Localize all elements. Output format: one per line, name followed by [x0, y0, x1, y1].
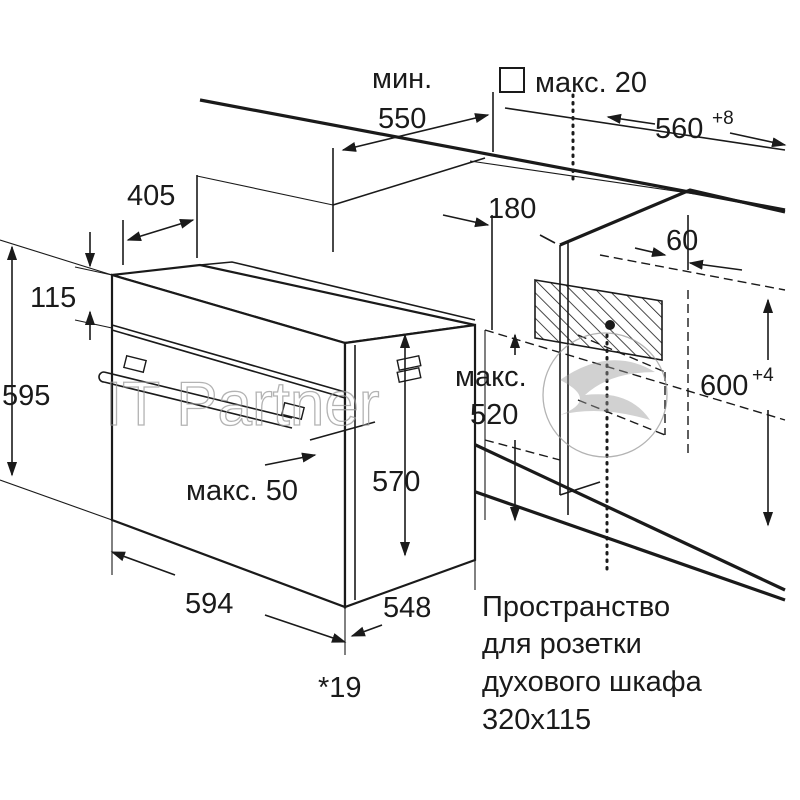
oven	[98, 261, 477, 609]
dimension-labels: мин. 550 макс. 20 560 +8 405 180 60 115 …	[2, 63, 774, 704]
niche-height-value: 600	[700, 370, 748, 402]
niche-width-tolerance: +8	[712, 108, 734, 129]
max-50-label: макс. 50	[186, 475, 298, 507]
socket-note-line-1: Пространство	[482, 591, 670, 623]
height-595-value: 595	[2, 380, 50, 412]
depth-548-value: 548	[383, 592, 431, 624]
niche-hidden-lines	[484, 254, 786, 461]
socket-note-line-3: духового шкафа	[482, 666, 703, 698]
niche-width-value: 560	[655, 113, 703, 145]
height-570-value: 570	[372, 466, 420, 498]
niche-height-tolerance: +4	[752, 365, 774, 386]
max-20-label: макс. 20	[535, 67, 647, 99]
dist-60-value: 60	[666, 225, 698, 257]
min-label: мин.	[372, 63, 432, 95]
watermark: IT Partner	[104, 332, 668, 458]
dist-180-value: 180	[488, 193, 536, 225]
note-19-label: *19	[318, 672, 362, 704]
socket-note-line-4: 320x115	[482, 704, 591, 736]
min-depth-value: 550	[378, 103, 426, 135]
dim-115-value: 115	[30, 282, 76, 314]
width-594-value: 594	[185, 588, 233, 620]
square-icon	[499, 67, 525, 93]
socket-note-line-2: для розетки	[482, 628, 642, 660]
watermark-text: IT Partner	[105, 370, 380, 439]
dimension-lines	[0, 92, 787, 655]
socket-area	[534, 279, 663, 361]
depth-405-value: 405	[127, 180, 175, 212]
max-word-label: макс.	[455, 361, 527, 393]
watermark-logo-swoosh	[560, 360, 655, 420]
socket-note: Пространство для розетки духового шкафа …	[482, 591, 703, 736]
max-520-value: 520	[470, 399, 518, 431]
watermark-logo-ring	[542, 332, 668, 458]
